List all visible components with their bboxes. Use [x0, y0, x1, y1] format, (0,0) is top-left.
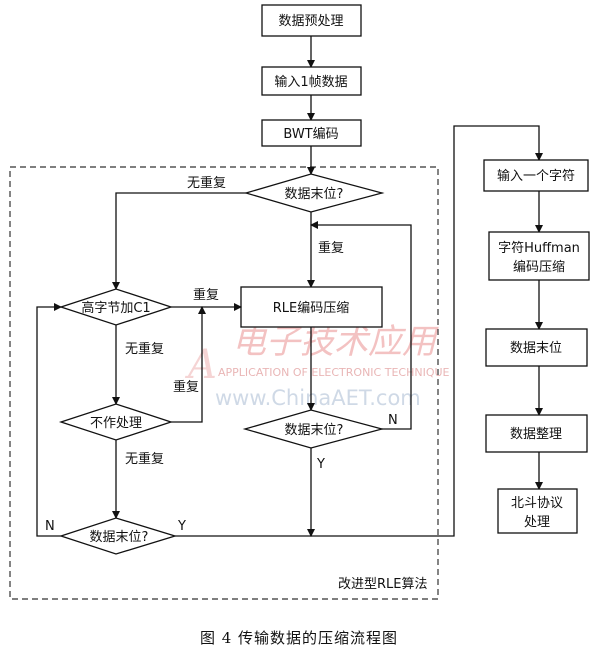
watermark-title: 电子技术应用 — [232, 322, 439, 362]
rle-compress-label: RLE编码压缩 — [273, 300, 350, 316]
beidou-box — [497, 488, 578, 534]
data-arrange-box — [485, 414, 588, 453]
data-end-box — [485, 328, 588, 367]
input-char-label: 输入一个字符 — [497, 168, 575, 184]
watermark-url: www.ChinaAET.com — [215, 386, 421, 410]
end-check-bottom-label: 数据末位? — [90, 530, 149, 545]
add-high-byte-label: 高字节加C1 — [81, 300, 150, 316]
watermark-subtitle: APPLICATION OF ELECTRONIC TECHNIQUE — [218, 366, 450, 379]
no-repeat-low-label: 无重复 — [125, 451, 164, 467]
y-bottom-label: Y — [177, 519, 186, 534]
huffman-label-line1: 字符Huffman — [498, 240, 580, 256]
beidou-label-line1: 北斗协议 — [511, 496, 563, 511]
watermark: A 电子技术应用 APPLICATION OF ELECTRONIC TECHN… — [184, 322, 450, 410]
end-check-top-label: 数据末位? — [285, 187, 344, 202]
bwt-box — [261, 119, 362, 147]
input-frame-label: 输入1帧数据 — [274, 74, 347, 90]
huffman-label-line2: 编码压缩 — [513, 259, 565, 275]
watermark-glyph: A — [184, 342, 217, 388]
bwt-label: BWT编码 — [283, 127, 338, 142]
repeat-low-label: 重复 — [173, 379, 199, 395]
preprocess-box — [261, 4, 362, 37]
y-right-label: Y — [316, 457, 325, 472]
n-right-label: N — [388, 413, 398, 428]
improved-rle-group-box — [9, 166, 439, 600]
repeat-top-label: 重复 — [318, 240, 344, 256]
data-arrange-label: 数据整理 — [510, 427, 562, 442]
end-check-top-diamond — [243, 173, 385, 213]
preprocess-label: 数据预处理 — [278, 14, 343, 29]
no-process-label: 不作处理 — [90, 416, 142, 431]
repeat-mid-label: 重复 — [193, 287, 219, 303]
end-check-right-label: 数据末位? — [285, 423, 344, 438]
data-end-label: 数据末位 — [510, 341, 562, 356]
beidou-label-line2: 处理 — [524, 515, 550, 530]
no-repeat-mid-label: 无重复 — [125, 341, 164, 357]
huffman-box — [488, 231, 590, 281]
input-char-box — [483, 159, 589, 192]
figure-caption: 图 4 传输数据的压缩流程图 — [200, 629, 398, 647]
n-bottom-label: N — [45, 519, 55, 534]
improved-rle-label: 改进型RLE算法 — [338, 577, 428, 592]
no-repeat-top-label: 无重复 — [187, 175, 226, 191]
